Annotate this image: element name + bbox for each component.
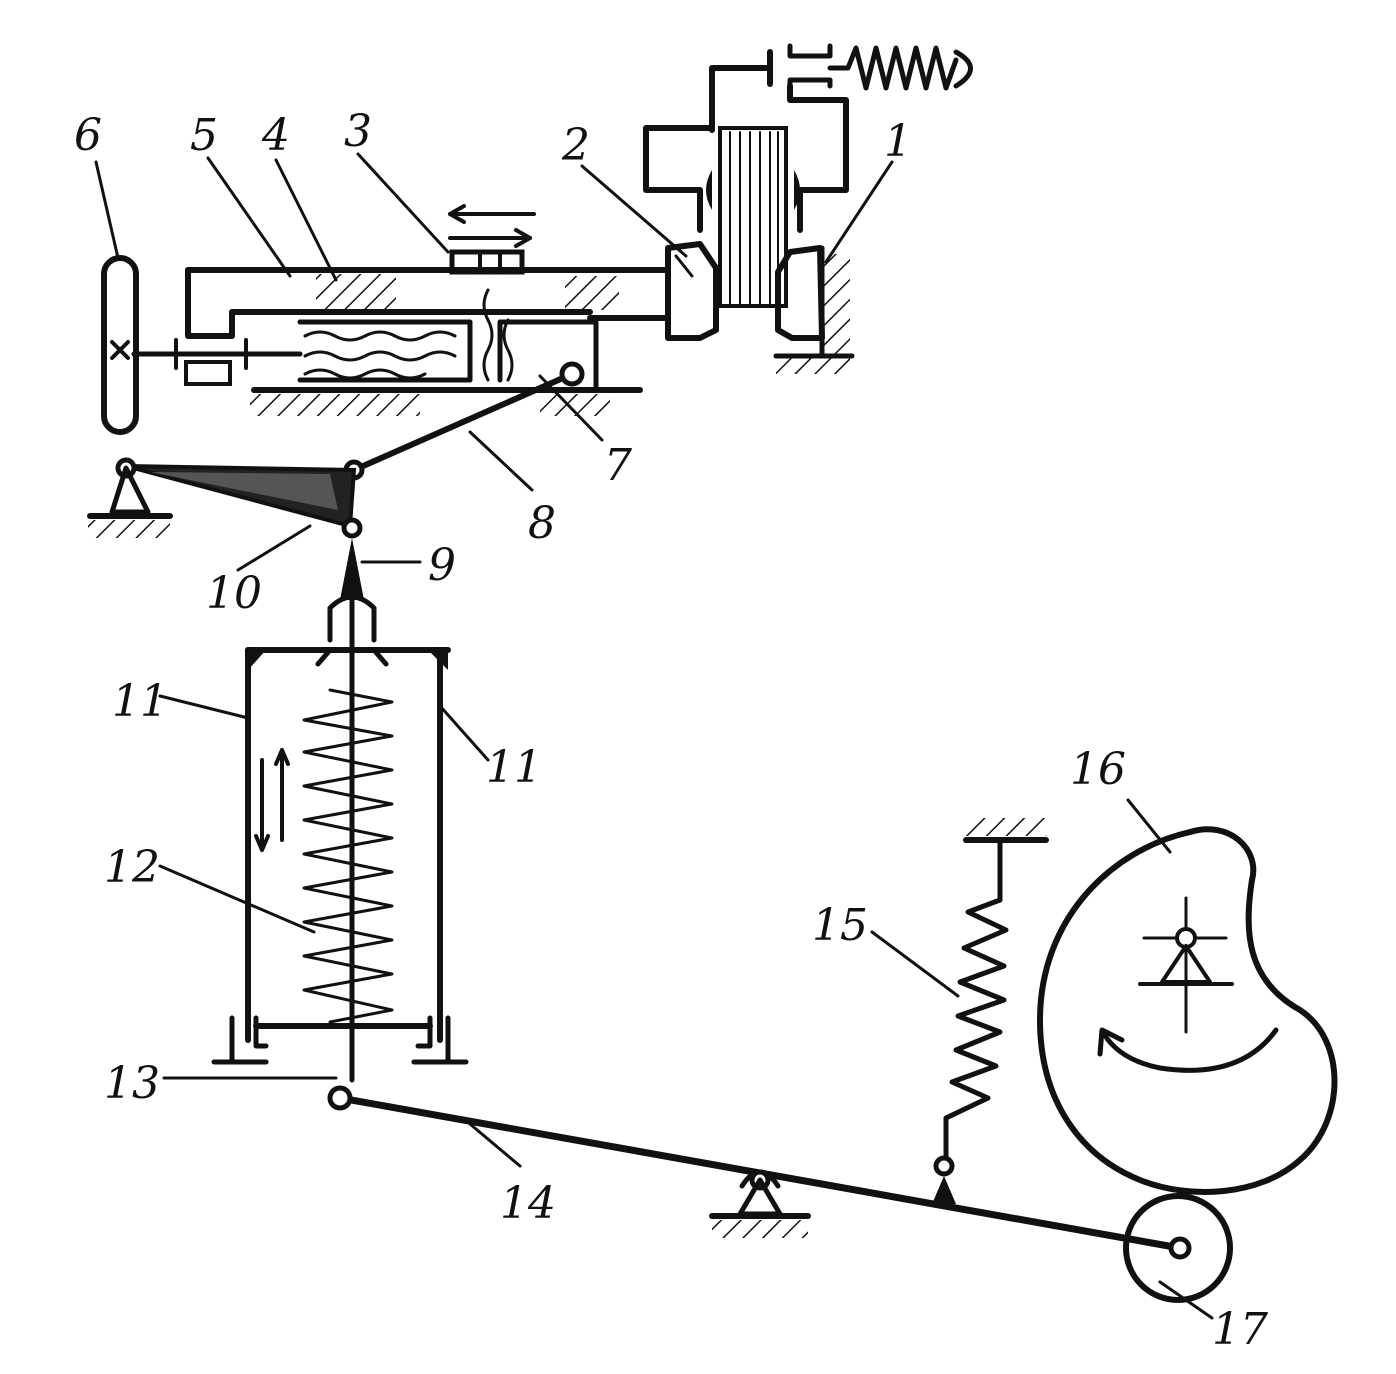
label-11-left: 11 bbox=[112, 676, 168, 727]
label-14: 14 bbox=[500, 1178, 556, 1229]
jaw-2 bbox=[665, 241, 719, 341]
label-12: 12 bbox=[104, 842, 160, 893]
joint-9 bbox=[340, 517, 364, 600]
clutch-plates bbox=[706, 126, 800, 308]
nut-3 bbox=[449, 249, 525, 275]
label-16: 16 bbox=[1070, 744, 1126, 795]
label-13: 13 bbox=[104, 1058, 160, 1109]
cam-16 bbox=[1037, 826, 1338, 1195]
bellcrank-10 bbox=[87, 457, 357, 538]
label-2: 2 bbox=[561, 120, 590, 171]
label-17: 17 bbox=[1212, 1304, 1268, 1355]
direction-arrows bbox=[448, 204, 536, 248]
handwheel-6[interactable] bbox=[101, 255, 139, 435]
slide-bar bbox=[185, 204, 671, 339]
roller-17 bbox=[1123, 1193, 1233, 1303]
cylinder-11 bbox=[211, 594, 469, 1083]
label-7: 7 bbox=[604, 440, 632, 491]
label-8: 8 bbox=[528, 498, 556, 549]
jaw-1 bbox=[773, 245, 855, 374]
label-9: 9 bbox=[428, 540, 456, 591]
leader-lines bbox=[94, 152, 1214, 1320]
label-3: 3 bbox=[344, 106, 372, 157]
label-6: 6 bbox=[74, 110, 102, 161]
label-1: 1 bbox=[884, 116, 912, 167]
guide-housing bbox=[184, 288, 643, 416]
spring-12 bbox=[302, 688, 394, 1024]
clutch-assembly bbox=[643, 43, 973, 374]
label-15: 15 bbox=[812, 900, 868, 951]
label-5: 5 bbox=[190, 110, 218, 161]
block-4 bbox=[316, 274, 396, 310]
label-4: 4 bbox=[261, 110, 290, 161]
label-11-right: 11 bbox=[486, 742, 542, 793]
part-labels: 1 2 3 4 5 6 7 8 9 10 11 11 12 13 14 15 1… bbox=[74, 106, 1268, 1355]
spring-15 bbox=[932, 818, 1049, 1204]
top-spring-actuator bbox=[709, 43, 973, 133]
block-right bbox=[565, 276, 619, 310]
handwheel-rod bbox=[131, 338, 303, 370]
label-10: 10 bbox=[206, 568, 262, 619]
lever-14 bbox=[327, 1085, 1184, 1252]
